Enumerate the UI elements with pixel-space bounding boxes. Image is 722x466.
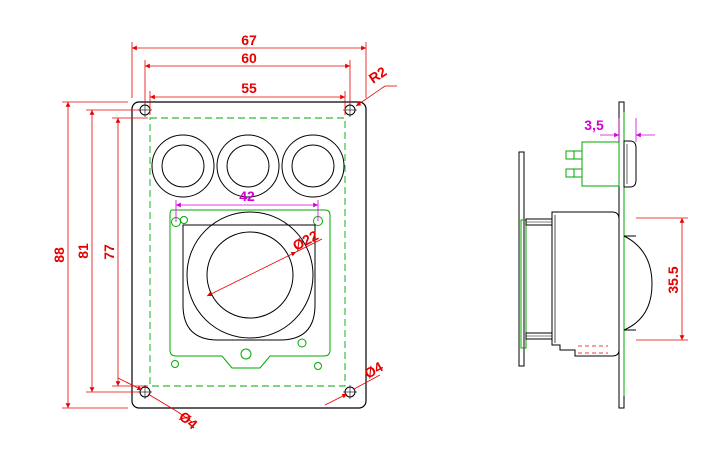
dim-pcb-hole-spacing: 42 [239, 188, 255, 204]
dim-hole-span-vertical: 81 [75, 243, 91, 259]
inner-dashed-boundary [149, 117, 346, 387]
front-dimension-lines [62, 42, 397, 423]
dim-ball-height: 35.5 [665, 266, 681, 293]
side-button-cap [623, 140, 637, 188]
dim-inner-height: 77 [101, 244, 117, 260]
button-right [281, 134, 345, 198]
side-view: 3,5 35.5 [518, 101, 688, 409]
trackball-housing [182, 224, 316, 341]
pcb-outline [169, 209, 331, 369]
side-ball-dome [623, 235, 653, 331]
dim-mount-hole-left: Ø4 [176, 408, 201, 432]
dim-hole-span: 60 [241, 50, 257, 66]
pcb-hole-spacing-line [175, 200, 319, 222]
buttons [151, 134, 345, 198]
side-button-offset-line [600, 118, 655, 142]
side-pcb-back [518, 151, 525, 367]
side-button-body [581, 141, 620, 187]
button-middle [216, 134, 280, 198]
front-view: 67 60 55 R2 88 81 77 Ø22 Ø4 Ø4 42 [51, 32, 397, 432]
side-front-plate [618, 101, 625, 409]
dim-inner-width: 55 [241, 80, 257, 96]
mount-holes [139, 104, 356, 398]
side-ball-height-line [636, 217, 688, 341]
dim-mount-hole-right: Ø4 [362, 358, 386, 381]
dim-button-offset: 3,5 [584, 117, 604, 133]
side-button-pins [565, 150, 583, 178]
dim-height-outer: 88 [51, 247, 67, 263]
button-left [151, 134, 215, 198]
standoffs [525, 218, 553, 340]
dim-corner-radius: R2 [366, 63, 390, 86]
dim-width-outer: 67 [241, 32, 257, 48]
front-plate-outline [131, 101, 367, 409]
side-module-body [551, 211, 620, 357]
trackball-ring [186, 211, 314, 339]
